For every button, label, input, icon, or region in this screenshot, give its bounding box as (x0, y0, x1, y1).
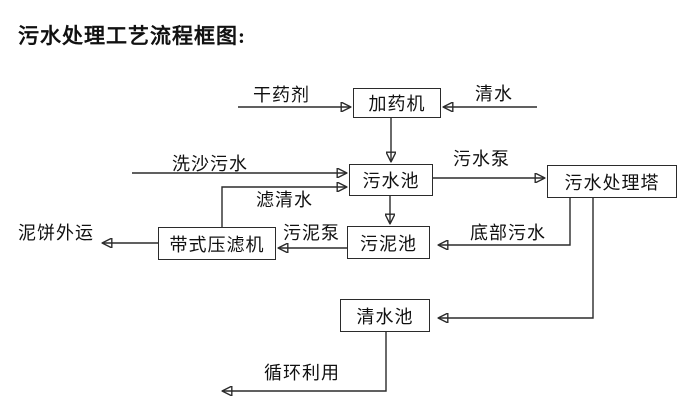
node-belt-filter-press: 带式压滤机 (158, 227, 276, 260)
label-recycle-use: 循环利用 (264, 363, 340, 383)
page-title: 污水处理工艺流程框图: (18, 24, 246, 48)
node-sewage-pool: 污水池 (349, 164, 433, 196)
label-mud-cake-out: 泥饼外运 (18, 223, 94, 243)
label-sand-washing-sewage: 洗沙污水 (172, 154, 248, 174)
label-clean-water: 清水 (475, 84, 513, 104)
label-dry-agent: 干药剂 (253, 85, 310, 105)
node-dosing-machine: 加药机 (353, 88, 441, 118)
arrow-filtered-water-to-sewage-pool (221, 187, 346, 227)
label-filtered-water: 滤清水 (256, 190, 313, 210)
node-treatment-tower: 污水处理塔 (547, 165, 677, 198)
node-clean-water-pool: 清水池 (340, 299, 430, 332)
label-sewage-pump: 污水泵 (453, 149, 510, 169)
arrow-clean-water-pool-to-recycle (223, 332, 387, 391)
arrow-tower-to-clean-water-pool (439, 198, 594, 318)
label-sludge-pump: 污泥泵 (283, 223, 340, 243)
arrow-tower-bottom-sewage-to-sludge (439, 198, 571, 245)
node-sludge-pool: 污泥池 (347, 226, 430, 259)
label-bottom-sewage: 底部污水 (470, 223, 546, 243)
